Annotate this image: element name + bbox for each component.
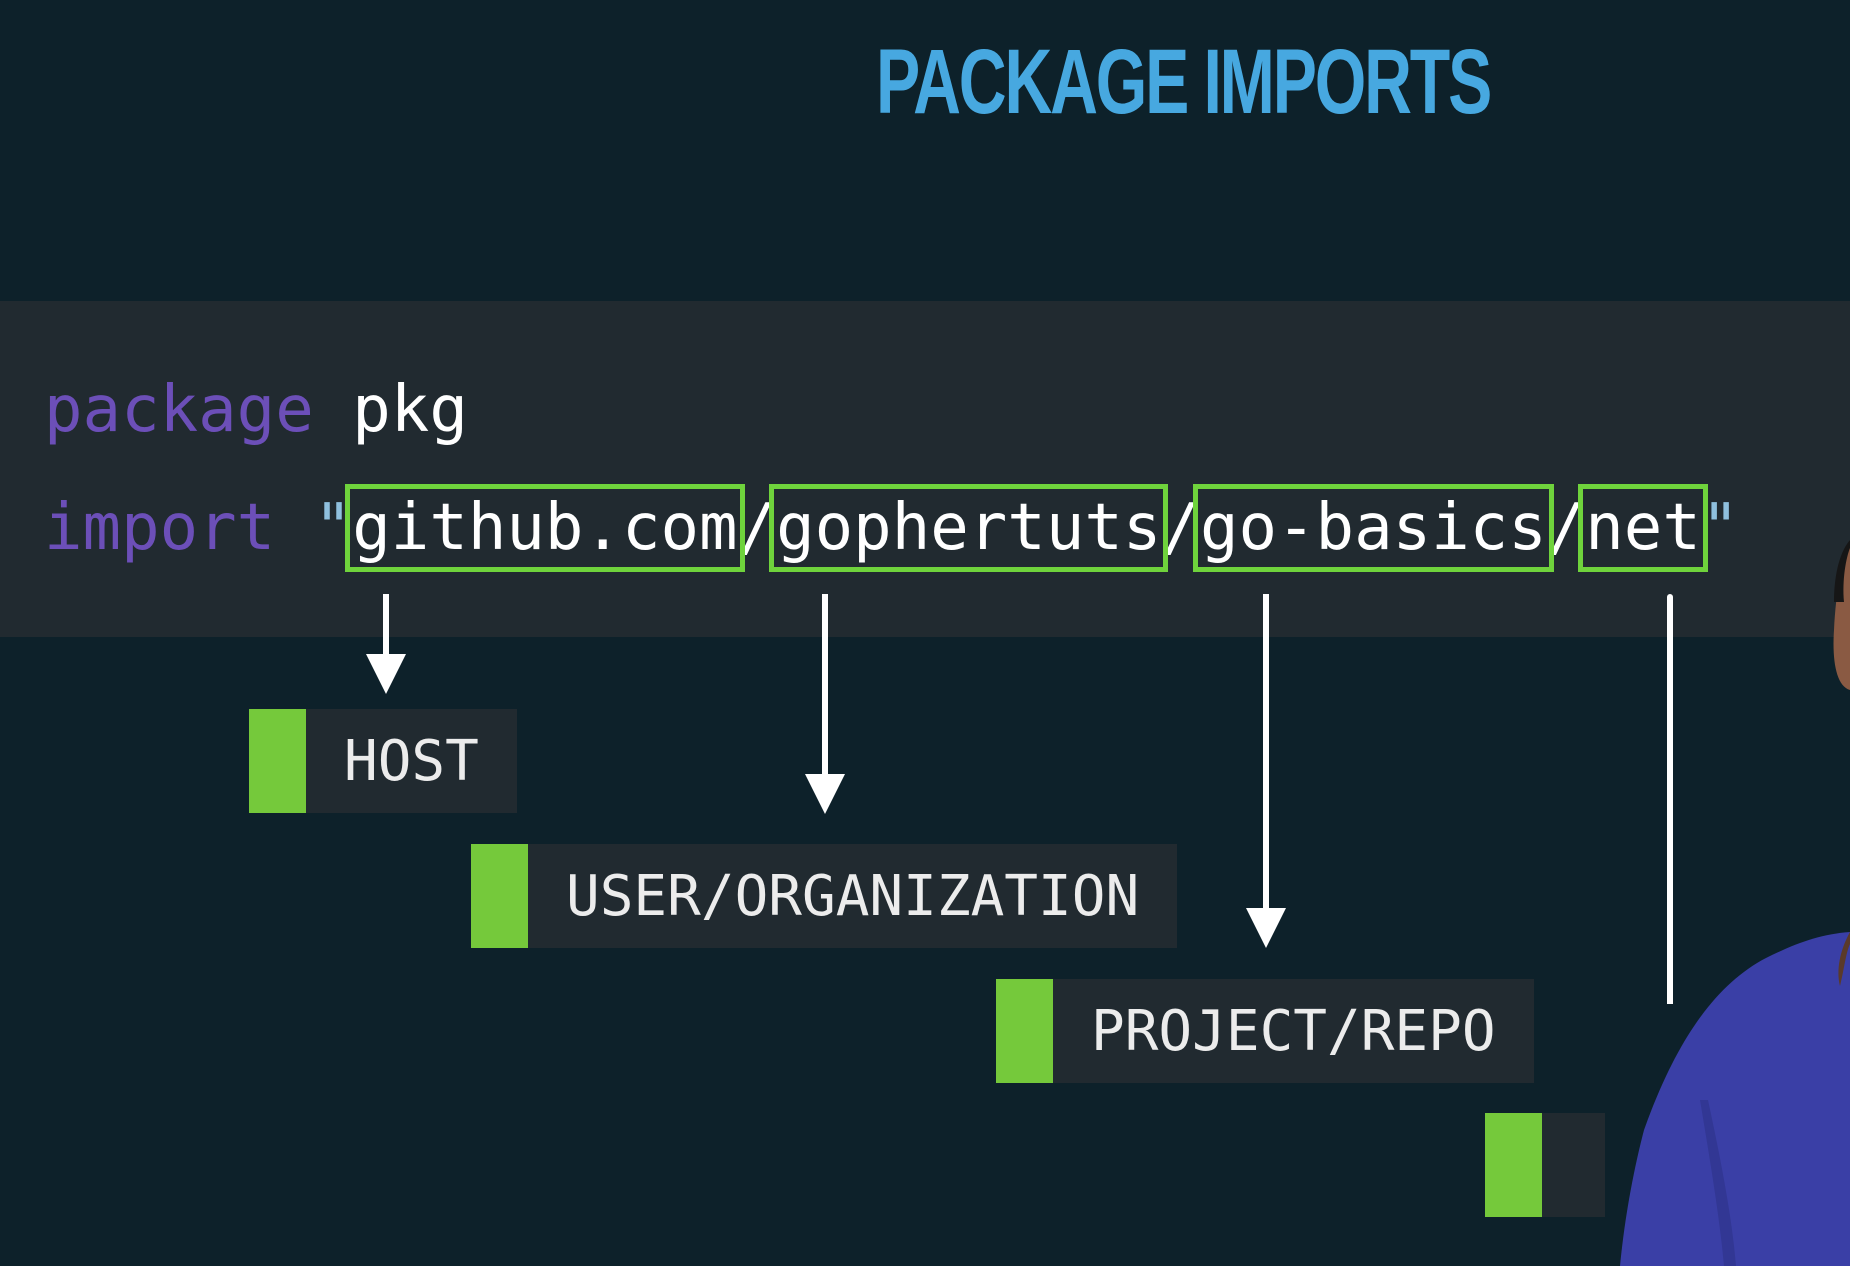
label-text: HOST: [344, 728, 479, 794]
code-block: [0, 301, 1850, 637]
arrow-line: [1667, 594, 1673, 1004]
code-line-package: package pkg: [44, 378, 468, 442]
label-accent: [1485, 1113, 1542, 1217]
repo-segment: go-basics: [1192, 484, 1554, 572]
label-host: HOST: [249, 709, 517, 813]
slide-title: PACKAGE IMPORTS: [876, 31, 1492, 133]
import-keyword: import: [44, 491, 276, 565]
label-user-organization: USER/ORGANIZATION: [471, 844, 1178, 948]
label-text: PROJECT/REPO: [1091, 998, 1496, 1064]
arrow-down-icon: [805, 594, 845, 814]
quote-close: ": [1700, 491, 1740, 565]
package-segment: net: [1578, 484, 1708, 572]
label-project-repo: PROJECT/REPO: [996, 979, 1534, 1083]
label-text: USER/ORGANIZATION: [566, 863, 1140, 929]
package-keyword: package: [44, 373, 314, 447]
path-separator: /: [1546, 491, 1586, 565]
label-accent: [249, 709, 306, 813]
quote-open: ": [313, 491, 353, 565]
path-separator: /: [737, 491, 777, 565]
label-accent: [471, 844, 528, 948]
host-segment: github.com: [345, 484, 745, 572]
package-name: pkg: [352, 373, 468, 447]
path-separator: /: [1161, 491, 1200, 565]
arrow-down-icon: [366, 594, 406, 694]
presenter-image: [1620, 540, 1850, 1266]
arrow-down-icon: [1246, 594, 1286, 948]
code-line-import: import "github.com/gophertuts/go-basics/…: [44, 484, 1739, 572]
user-segment: gophertuts: [769, 484, 1169, 572]
label-accent: [996, 979, 1053, 1083]
label-package: [1485, 1113, 1605, 1217]
